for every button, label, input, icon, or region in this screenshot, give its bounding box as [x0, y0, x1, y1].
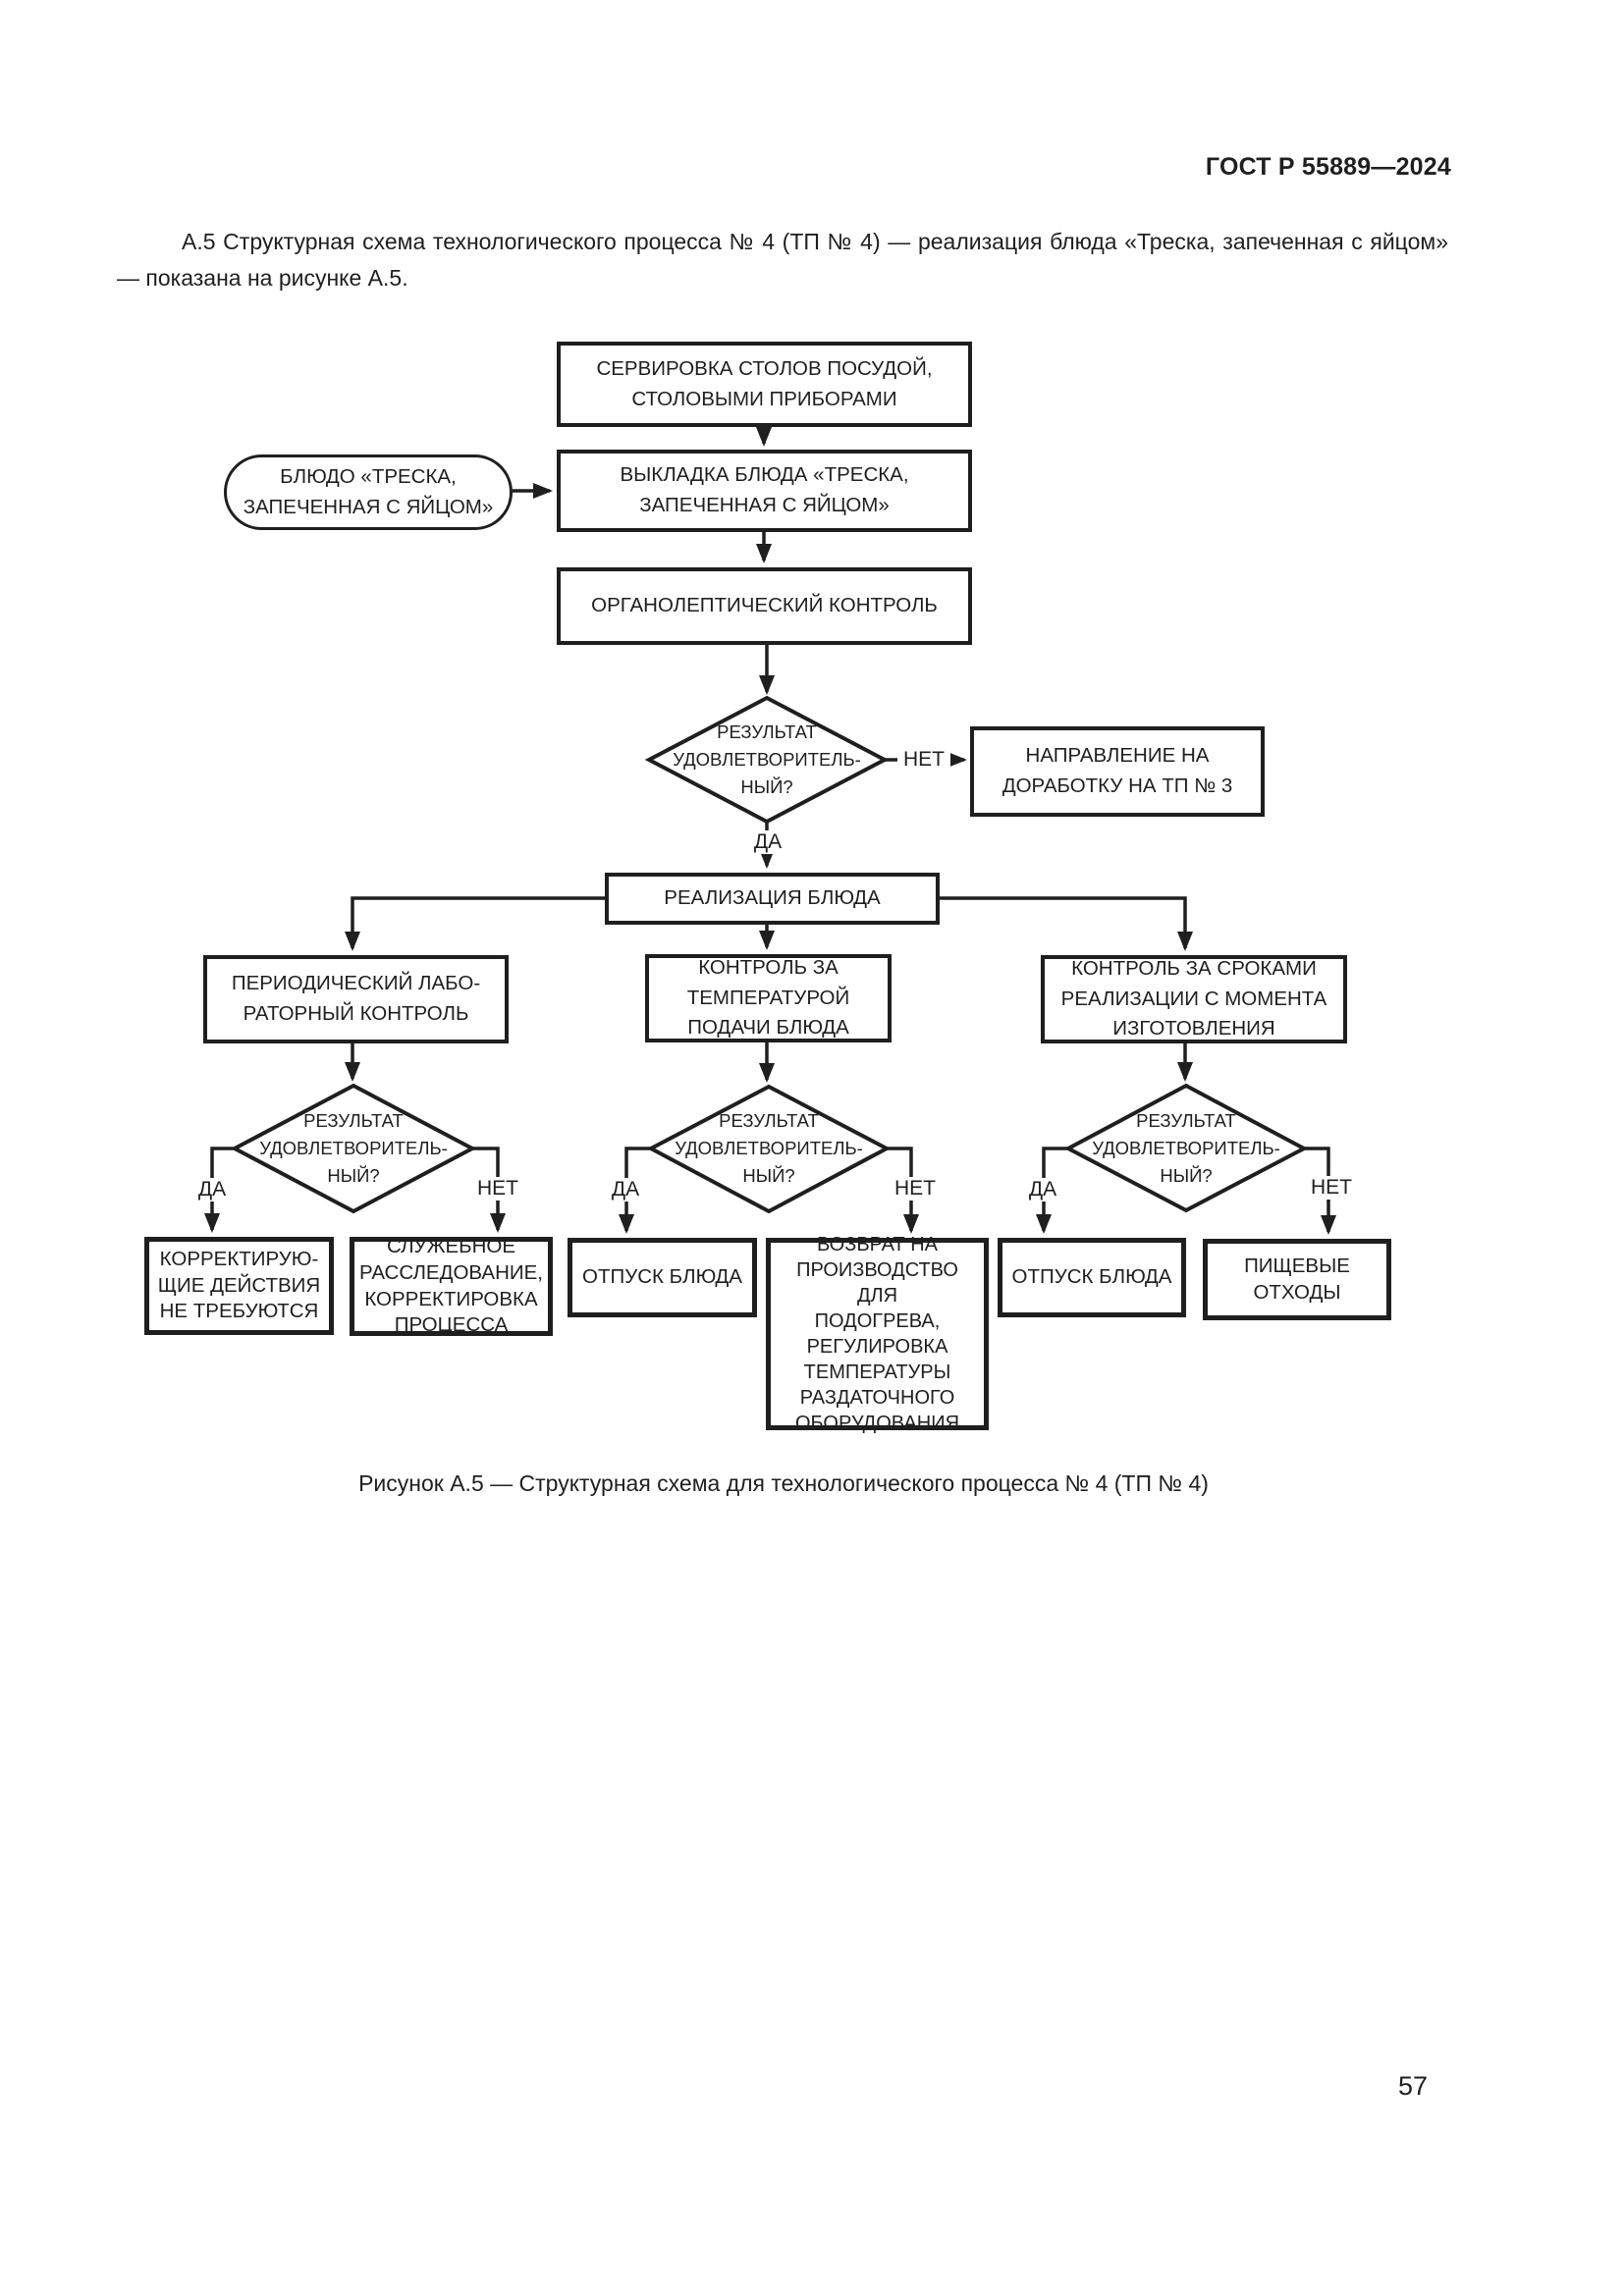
figure-caption: Рисунок А.5 — Структурная схема для техн…: [358, 1470, 1209, 1496]
label-yes-temp: ДА: [605, 1178, 646, 1201]
label-no-main: НЕТ: [897, 748, 950, 772]
label-yes-main: ДА: [747, 830, 788, 854]
node-dish-display: ВЫКЛАДКА БЛЮДА «ТРЕСКА, ЗАПЕЧЕННАЯ С ЯЙЦ…: [557, 450, 972, 532]
node-term-control: КОНТРОЛЬ ЗА СРОКАМИ РЕАЛИЗАЦИИ С МОМЕНТА…: [1041, 955, 1347, 1043]
label-no-lab: НЕТ: [471, 1177, 524, 1201]
connector-term-no: [1304, 1147, 1336, 1235]
page-number: 57: [1398, 2071, 1429, 2101]
label-no-term: НЕТ: [1305, 1176, 1358, 1200]
node-temp-control: КОНТРОЛЬ ЗА ТЕМПЕРАТУРОЙ ПОДАЧИ БЛЮДА: [645, 954, 892, 1042]
node-dispense-dish-temp: ОТПУСК БЛЮДА: [568, 1238, 757, 1317]
node-food-waste: ПИЩЕВЫЕ ОТХОДЫ: [1203, 1239, 1391, 1320]
label-yes-lab: ДА: [191, 1178, 233, 1201]
connector-term-yes: [1036, 1147, 1068, 1234]
decision-label-term: РЕЗУЛЬТАТ УДОВЛЕТВОРИТЕЛЬ- НЫЙ?: [1092, 1110, 1280, 1186]
label-yes-term: ДА: [1022, 1178, 1063, 1201]
connector-lab-yes: [204, 1147, 235, 1233]
label-no-temp: НЕТ: [889, 1177, 942, 1201]
decision-diamond-lab: [230, 1083, 477, 1214]
decision-label-main: РЕЗУЛЬТАТ УДОВЛЕТВОРИТЕЛЬ- НЫЙ?: [673, 721, 861, 797]
node-return-to-production: ВОЗВРАТ НА ПРОИЗВОДСТВО ДЛЯ ПОДОГРЕВА, Р…: [766, 1234, 989, 1434]
node-organoleptic-control: ОРГАНОЛЕПТИЧЕСКИЙ КОНТРОЛЬ: [557, 567, 972, 645]
intro-paragraph: А.5 Структурная схема технологического п…: [117, 229, 1448, 291]
connector-lab-no: [472, 1147, 506, 1233]
decision-diamond-main: [644, 695, 890, 825]
connector-realization-lab: [345, 896, 605, 951]
connector-realization-term: [940, 896, 1193, 951]
page-header: ГОСТ Р 55889—2024: [1205, 153, 1451, 181]
node-lab-control: ПЕРИОДИЧЕСКИЙ ЛАБО- РАТОРНЫЙ КОНТРОЛЬ: [203, 955, 509, 1043]
node-dispense-dish-term: ОТПУСК БЛЮДА: [998, 1238, 1186, 1317]
node-no-corrective-actions: КОРРЕКТИРУЮ- ЩИЕ ДЕЙСТВИЯ НЕ ТРЕБУЮТСЯ: [144, 1237, 334, 1335]
decision-diamond-term: [1063, 1083, 1309, 1213]
decision-label-lab: РЕЗУЛЬТАТ УДОВЛЕТВОРИТЕЛЬ- НЫЙ?: [259, 1110, 448, 1186]
node-serving-tables: СЕРВИРОВКА СТОЛОВ ПОСУДОЙ, СТОЛОВЫМИ ПРИ…: [557, 342, 972, 427]
node-rework-direction: НАПРАВЛЕНИЕ НА ДОРАБОТКУ НА ТП № 3: [970, 726, 1265, 817]
connector-temp-no: [887, 1147, 919, 1234]
node-realization: РЕАЛИЗАЦИЯ БЛЮДА: [605, 873, 940, 925]
decision-diamond-temp: [646, 1084, 892, 1214]
decision-label-temp: РЕЗУЛЬТАТ УДОВЛЕТВОРИТЕЛЬ- НЫЙ?: [675, 1110, 863, 1186]
node-dish-input: БЛЮДО «ТРЕСКА, ЗАПЕЧЕННАЯ С ЯЙЦОМ»: [224, 454, 513, 530]
connector-temp-yes: [619, 1147, 651, 1234]
node-investigation: СЛУЖЕБНОЕ РАССЛЕДОВАНИЕ, КОРРЕКТИРОВКА П…: [350, 1235, 553, 1336]
